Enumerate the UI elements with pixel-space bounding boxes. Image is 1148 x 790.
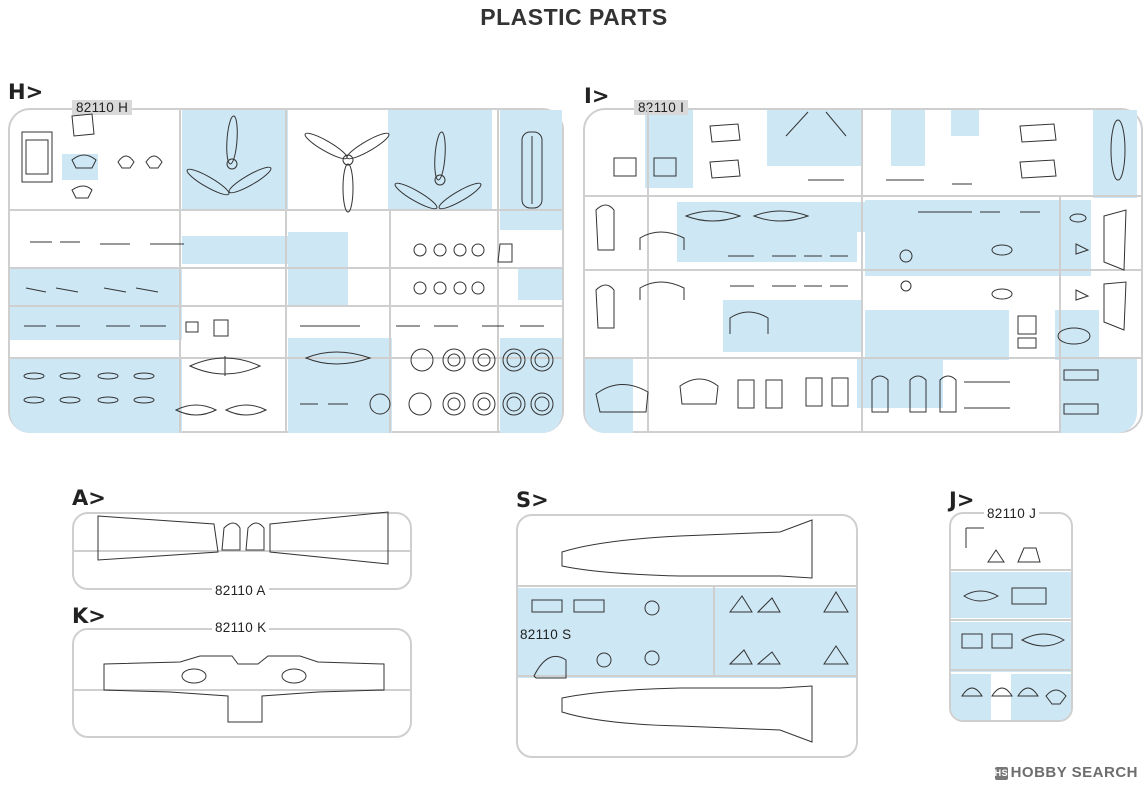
sprue-a-label: A> (72, 486, 106, 510)
sprue-s (516, 514, 858, 758)
sprue-s-panel (716, 588, 856, 678)
sprue-h-code: 82110 H (72, 100, 133, 115)
sprue-h-panel (10, 268, 182, 340)
page-title: PLASTIC PARTS (480, 4, 668, 30)
sprue-k-label: K> (72, 604, 106, 628)
sprue-h-panel (518, 268, 562, 300)
sprue-i-panel (857, 358, 943, 408)
sprue-i-panel (585, 358, 633, 433)
sprue-h-panel (182, 236, 288, 264)
sprue-a-code: 82110 A (212, 583, 269, 598)
sprue-j-panel (951, 674, 991, 720)
sprue-i-panel (767, 110, 863, 166)
sprue-i-panel (645, 110, 693, 188)
sprue-i-panel (865, 310, 1009, 360)
sprue-h-panel (10, 358, 182, 433)
sprue-i-panel (1055, 310, 1099, 360)
sprue-j-label: J> (949, 488, 975, 512)
sprue-j-panel (1011, 674, 1071, 720)
sprue-i-panel (1093, 110, 1137, 198)
sprue-j-code: 82110 J (984, 506, 1040, 521)
sprue-h-label: H> (8, 80, 44, 104)
sprue-h-panel (288, 338, 392, 433)
sprue-h-panel (388, 110, 492, 210)
sprue-i-panel (865, 200, 1091, 276)
sprue-i-panel (951, 110, 979, 136)
sprue-i-panel (891, 110, 925, 166)
watermark-brand: HOBBY SEARCH (1010, 764, 1138, 781)
sprue-s-label: S> (516, 488, 549, 512)
sprue-h (8, 108, 564, 433)
sprue-j (949, 512, 1073, 722)
sprue-j-panel (951, 622, 1071, 672)
sprue-s-code: 82110 S (520, 627, 572, 642)
sprue-s-panel (518, 588, 716, 678)
sprue-i-panel (723, 300, 863, 352)
sprue-j-panel (951, 572, 1071, 618)
sprue-i-label: I> (584, 84, 610, 108)
hobby-search-logo-icon: HS (994, 767, 1009, 780)
sprue-k-code: 82110 K (212, 620, 270, 635)
